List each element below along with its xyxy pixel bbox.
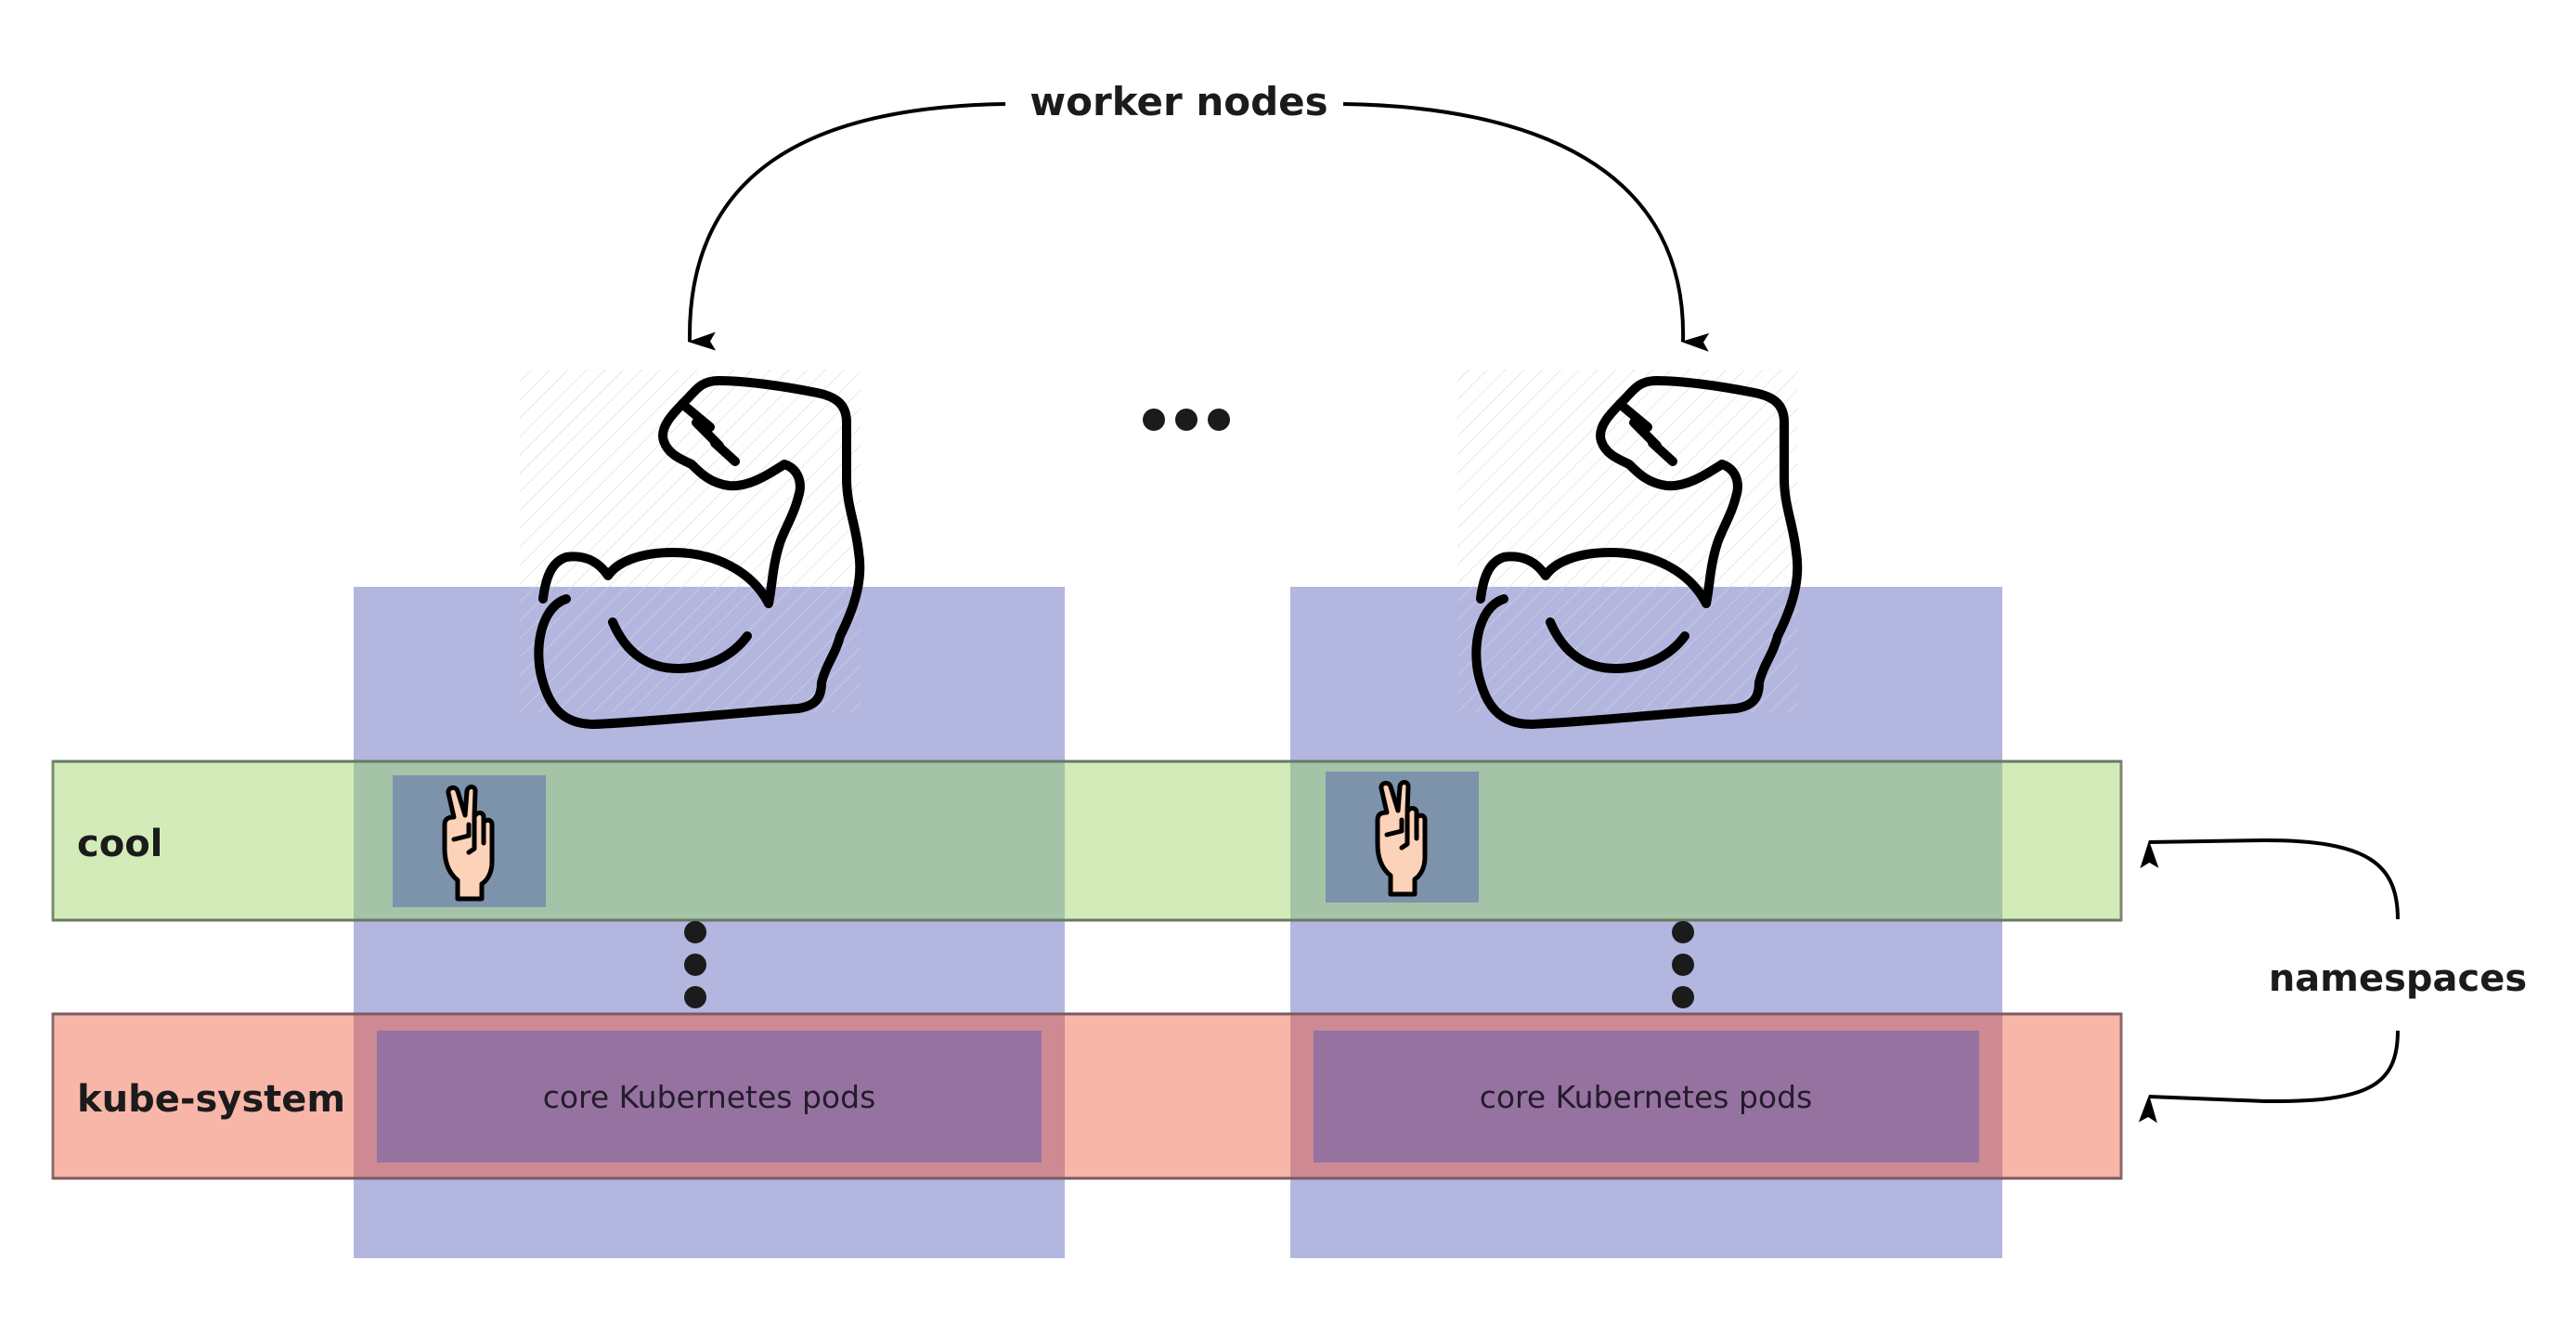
worker-nodes-arrow-left (687, 102, 1006, 351)
core-pods-node-1: core Kubernetes pods (377, 1031, 1042, 1163)
vertical-ellipsis-node-1 (684, 921, 706, 1008)
core-pods-node-2: core Kubernetes pods (1314, 1031, 1979, 1163)
namespaces-label: namespaces (2269, 957, 2527, 1000)
namespaces-arrow-kube-system (2138, 1030, 2400, 1124)
worker-nodes-arrow-right (1342, 102, 1710, 352)
vertical-ellipsis-node-2 (1672, 921, 1694, 1008)
worker-node-1-biceps-icon (520, 370, 861, 724)
namespace-label-kube-system: kube-system (77, 1078, 345, 1121)
namespaces-arrow-cool (2140, 838, 2400, 920)
more-nodes-ellipsis (1143, 409, 1230, 431)
core-pods-label: core Kubernetes pods (543, 1079, 876, 1115)
core-pods-label: core Kubernetes pods (1480, 1079, 1813, 1115)
worker-node-2-biceps-icon (1457, 370, 1798, 724)
worker-nodes-label: worker nodes (1029, 79, 1327, 124)
cool-pod-node-1 (393, 775, 546, 907)
namespace-label-cool: cool (77, 823, 162, 865)
cool-pod-node-2 (1326, 772, 1479, 903)
